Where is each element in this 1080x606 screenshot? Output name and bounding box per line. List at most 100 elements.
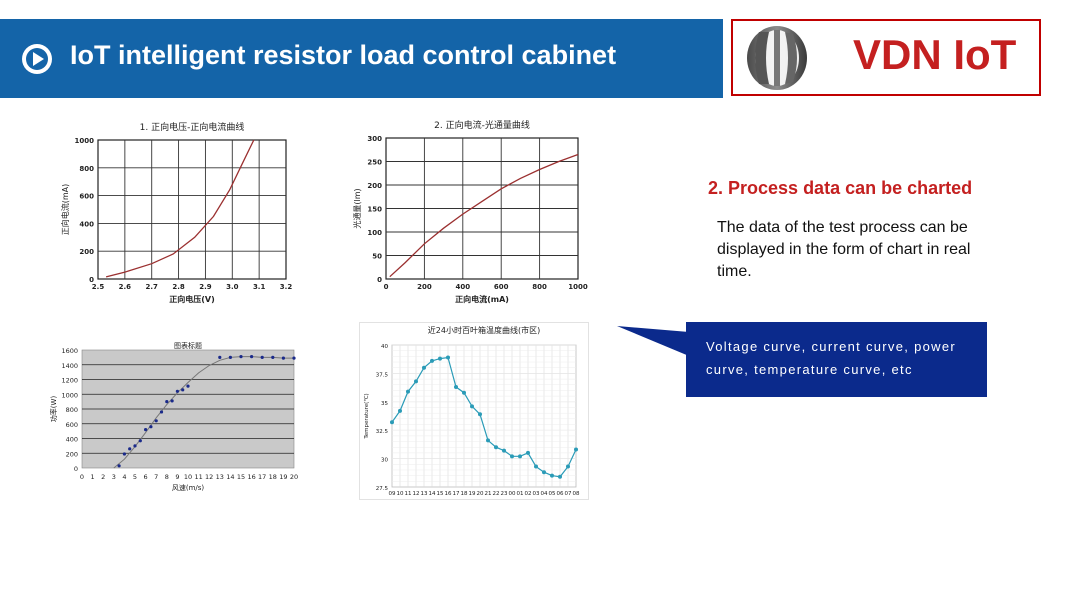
header-bar [0,19,723,98]
x-tick-label: 15 [237,473,245,481]
x-tick-label: 2.7 [146,283,159,291]
y-axis-label: 功率(W) [49,396,58,423]
x-tick-label: 20 [477,491,484,497]
x-tick-label: 16 [445,491,452,497]
x-tick-label: 200 [417,283,432,291]
x-tick-label: 22 [493,491,500,497]
data-point [228,355,232,359]
data-point [138,439,142,443]
plot-area [391,344,577,488]
data-point [430,358,434,363]
y-tick-label: 35 [381,401,388,407]
data-point [558,474,562,479]
y-tick-label: 600 [66,421,78,429]
x-tick-label: 11 [194,473,202,481]
data-point [486,438,490,443]
x-tick-label: 1 [91,473,95,481]
x-tick-label: 2.5 [92,283,105,291]
x-tick-label: 6 [144,473,148,481]
y-tick-label: 200 [367,182,382,190]
x-tick-label: 1000 [568,283,588,291]
data-point [175,389,179,393]
x-tick-label: 3.2 [280,283,293,291]
x-tick-label: 10 [184,473,192,481]
y-tick-label: 800 [66,406,78,414]
x-axis-label: 正向电压(V) [169,294,215,304]
chart-title: 2. 正向电流-光通量曲线 [434,119,530,131]
x-tick-label: 800 [532,283,547,291]
x-tick-label: 11 [405,491,412,497]
data-point [181,388,185,392]
y-tick-label: 40 [381,344,388,350]
x-tick-label: 00 [509,491,516,497]
logo-box: VDN IoT [731,19,1041,96]
data-point [239,355,243,359]
data-point [133,444,137,448]
data-point [398,408,402,413]
trend-line [113,356,294,469]
x-tick-label: 17 [453,491,460,497]
x-tick-label: 06 [557,491,564,497]
data-point [542,470,546,475]
x-tick-label: 10 [397,491,404,497]
x-tick-label: 2.8 [172,283,185,291]
y-tick-label: 0 [89,276,94,284]
data-point [292,356,296,360]
data-point [281,356,285,360]
x-tick-label: 19 [469,491,476,497]
data-point [518,454,522,459]
x-tick-label: 05 [549,491,556,497]
data-point [494,445,498,450]
y-axis-label: Temperature(℃) [363,393,370,439]
y-tick-label: 1600 [61,347,78,355]
page-title: IoT intelligent resistor load control ca… [70,40,617,70]
y-tick-label: 250 [367,159,382,167]
x-tick-label: 600 [494,283,509,291]
x-tick-label: 03 [533,491,540,497]
series-line [105,139,255,278]
data-point [165,400,169,404]
data-point [250,355,254,359]
y-tick-label: 400 [66,436,78,444]
y-tick-label: 32.5 [376,429,389,435]
data-point [170,399,174,403]
data-point [218,355,222,359]
x-tick-label: 13 [216,473,224,481]
x-tick-label: 15 [437,491,444,497]
data-point [122,452,126,456]
chart-title: 图表标题 [174,341,202,350]
x-tick-label: 4 [122,473,126,481]
x-tick-label: 20 [290,473,298,481]
data-point [271,355,275,359]
x-tick-label: 18 [461,491,468,497]
x-tick-label: 2.6 [119,283,132,291]
data-point [454,385,458,390]
x-tick-label: 16 [247,473,255,481]
y-tick-label: 37.5 [376,372,389,378]
data-point [186,384,190,388]
data-point [117,464,121,468]
x-tick-label: 12 [413,491,420,497]
x-tick-label: 23 [501,491,508,497]
data-point [502,448,506,453]
x-tick-label: 17 [258,473,266,481]
y-tick-label: 0 [377,276,382,284]
x-tick-label: 3.1 [253,283,266,291]
x-tick-label: 02 [525,491,532,497]
vdn-logo-icon [747,26,807,90]
y-tick-label: 50 [372,253,382,261]
x-tick-label: 01 [517,491,524,497]
play-circle-icon[interactable] [20,42,54,76]
data-point [534,464,538,469]
x-tick-label: 14 [226,473,234,481]
data-point [144,428,148,432]
y-tick-label: 300 [367,135,382,143]
y-tick-label: 1400 [61,362,78,370]
y-tick-label: 30 [381,458,388,464]
